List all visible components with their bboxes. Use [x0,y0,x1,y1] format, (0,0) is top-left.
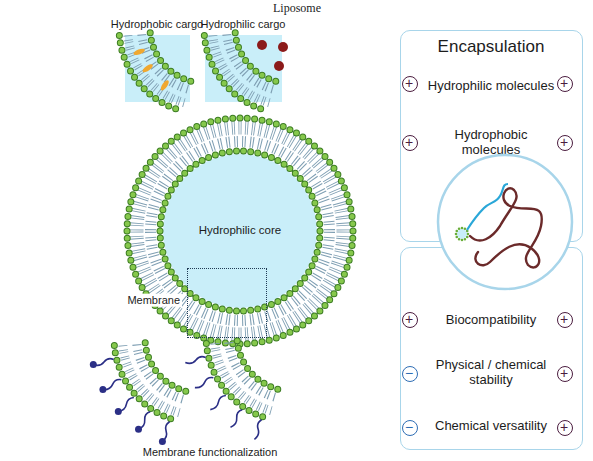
node-label: Hydrophilic cargo [188,18,298,31]
polymer-chains [185,357,261,440]
polymer-chains [93,359,169,442]
cargo-box: Hydrophobic cargo [125,35,190,102]
lipid-heads [160,151,320,311]
end-group [159,438,166,445]
lipid-heads [127,118,353,344]
lipid-heads [160,151,320,311]
node-label: + [558,366,571,380]
membrane-callout: Membrane [187,268,267,338]
plus-badge: + [402,76,418,92]
hydrophobic-cargo-membrane [119,33,190,111]
polymer-chain [470,188,542,267]
mini-liposome-heads [456,228,468,240]
node-label: + [403,135,416,149]
panel-heading: Encapsulation [417,37,565,57]
figure-title: Liposome [197,2,397,16]
plus-badge: + [557,135,573,151]
plus-badge: + [557,420,573,436]
node-label: + [558,420,571,434]
node-label: Physical / chemical stability [424,358,558,388]
node-label: Hydrophilic molecules [424,79,558,94]
end-group [115,408,122,415]
node-label: − [403,366,416,380]
end-group [90,361,97,368]
figure-label: Membrane functionalization [100,446,320,459]
plus-badge: + [557,312,573,328]
minus-badge: − [402,420,418,436]
node-label: + [558,76,571,90]
plus-badge: + [402,135,418,151]
node-label: Chemical versatility [424,419,558,434]
node-label: + [403,76,416,90]
functionalized-membrane [206,341,277,419]
illustration-circle [438,155,572,289]
plus-badge: + [402,312,418,328]
node-label: − [403,420,416,434]
cargo-molecule [257,40,267,50]
liposome-membrane [127,118,353,344]
node-label: + [558,135,571,149]
mini-liposome [457,229,467,239]
node-label: Hydrophilic core [163,224,317,237]
node-label: Membrane [125,294,182,307]
node-label: Hydrophobic molecules [424,128,558,158]
plus-badge: + [557,76,573,92]
cargo-molecule [278,42,288,52]
node-label: Biocompatibility [424,313,558,328]
node-label: + [403,312,416,326]
end-group [99,386,106,393]
chain-end-groups [90,361,166,445]
minus-badge: − [402,366,418,382]
end-group [135,426,142,433]
lipid-heads [127,118,353,344]
plus-badge: + [557,366,573,382]
node-label: + [558,312,571,326]
cargo-molecule [274,61,284,71]
functionalized-membrane [114,343,185,421]
node-label: Hydrophobic cargo [102,18,212,31]
